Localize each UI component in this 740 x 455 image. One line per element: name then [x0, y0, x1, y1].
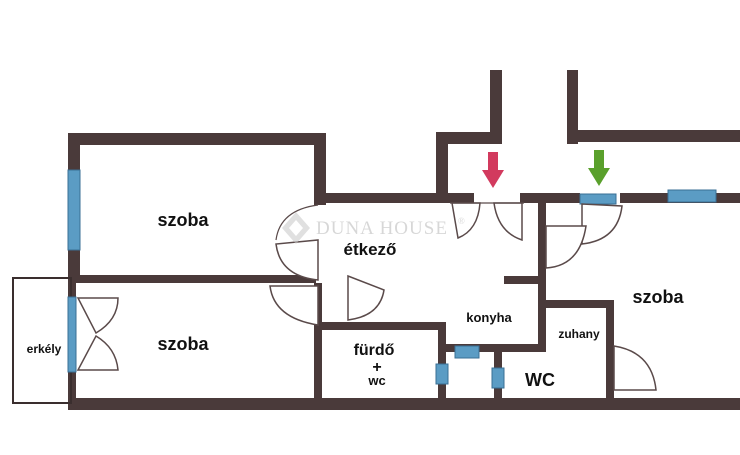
label-etkezo: étkező — [344, 240, 397, 259]
wall-bottom — [68, 398, 740, 410]
label-wc-furdo: wc — [367, 373, 385, 388]
wall-top-right-horizontal — [567, 130, 740, 142]
wall-kitchen-top — [520, 193, 580, 203]
label-erkely: erkély — [27, 342, 62, 356]
wall-room-divider — [68, 275, 316, 283]
door-bath — [347, 274, 385, 321]
label-szoba-top: szoba — [157, 210, 209, 230]
door-right-entry — [581, 203, 623, 245]
label-wc: WC — [525, 370, 555, 390]
window-bath — [435, 363, 449, 385]
windows — [67, 169, 717, 389]
watermark-text: DUNA HOUSE — [316, 218, 448, 239]
arrow-green-icon — [588, 150, 610, 186]
door-balcony-lower — [76, 334, 119, 371]
door-entrance-left — [451, 202, 481, 240]
walls — [68, 70, 740, 410]
wall-corridor-right — [490, 70, 502, 144]
window-left-upper — [67, 169, 81, 251]
wall-corridor-top — [436, 132, 502, 144]
door-balcony-upper — [76, 297, 119, 335]
wall-top-right-vertical — [567, 70, 578, 144]
door-room-top — [275, 239, 319, 281]
label-furdo: fürdő — [354, 342, 395, 359]
wall-top-left-room — [68, 133, 326, 145]
window-corridor — [454, 345, 480, 359]
wall-kitchen-right — [538, 203, 546, 351]
door-shower — [613, 345, 657, 391]
wall-kitchen-stub — [504, 276, 540, 284]
window-top-right — [667, 189, 717, 203]
wall-shower-right — [606, 300, 614, 410]
window-wc — [491, 367, 505, 389]
watermark-logo-icon — [282, 212, 310, 244]
wall-bath-top — [314, 322, 446, 330]
door-room-top-arc — [275, 204, 319, 241]
label-szoba-bottom: szoba — [157, 334, 209, 354]
door-kitchen-side — [545, 225, 587, 269]
label-konyha: konyha — [466, 310, 512, 325]
window-entry-frame — [579, 193, 617, 205]
label-plus: + — [372, 359, 381, 376]
arrow-red-icon — [482, 152, 504, 188]
watermark-mark: ® — [458, 216, 466, 226]
label-zuhany: zuhany — [558, 327, 600, 341]
room-labels: szoba szoba erkély étkező konyha fürdő +… — [27, 210, 685, 390]
door-room-bottom — [269, 285, 319, 326]
window-left-lower — [67, 296, 77, 373]
entry-arrows — [482, 150, 610, 188]
wall-bath-left — [314, 283, 322, 410]
watermark: DUNA HOUSE ® — [282, 212, 466, 244]
balcony-outline — [12, 277, 72, 404]
wall-mid-top — [314, 193, 474, 203]
doors — [76, 202, 657, 391]
label-szoba-right: szoba — [632, 287, 684, 307]
wall-corridor-left — [436, 132, 448, 202]
wall-shower-top — [546, 300, 614, 308]
door-entrance-right — [493, 202, 523, 242]
wall-left-divider — [314, 133, 326, 205]
wall-kitchen-bottom — [438, 344, 546, 352]
